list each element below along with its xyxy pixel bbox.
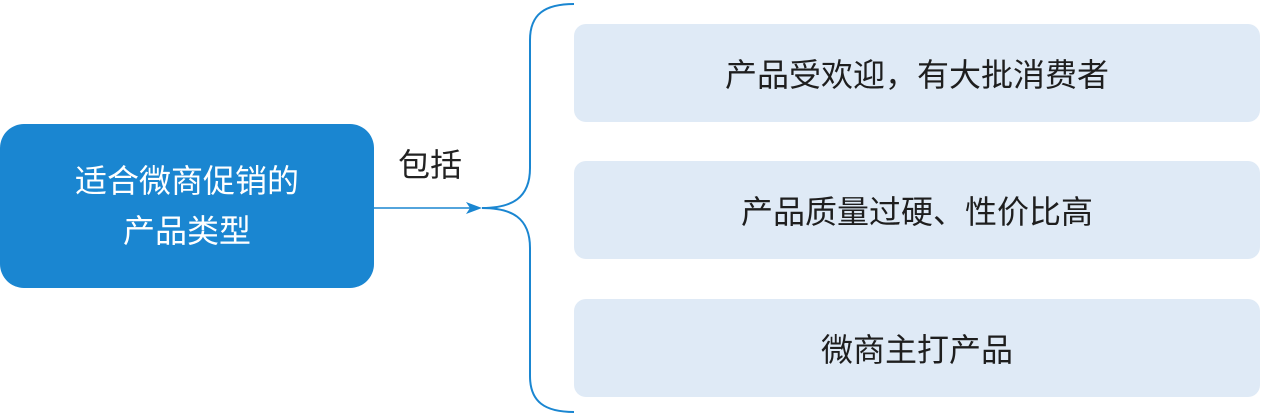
child-node-main-product: 微商主打产品 — [574, 299, 1260, 397]
root-node-label-line2: 产品类型 — [122, 212, 251, 250]
connector-arrowhead — [466, 202, 482, 214]
child-node-quality: 产品质量过硬、性价比高 — [574, 161, 1260, 259]
child-node-label: 产品质量过硬、性价比高 — [740, 193, 1093, 231]
root-node-label-line1: 适合微商促销的 — [74, 162, 299, 200]
child-node-popular: 产品受欢迎，有大批消费者 — [574, 24, 1260, 122]
child-node-label: 产品受欢迎，有大批消费者 — [724, 56, 1109, 94]
edge-label: 包括 — [398, 146, 463, 184]
child-node-label: 微商主打产品 — [820, 331, 1013, 369]
root-node: 适合微商促销的 产品类型 — [0, 124, 374, 288]
brace-bracket — [481, 3, 575, 413]
